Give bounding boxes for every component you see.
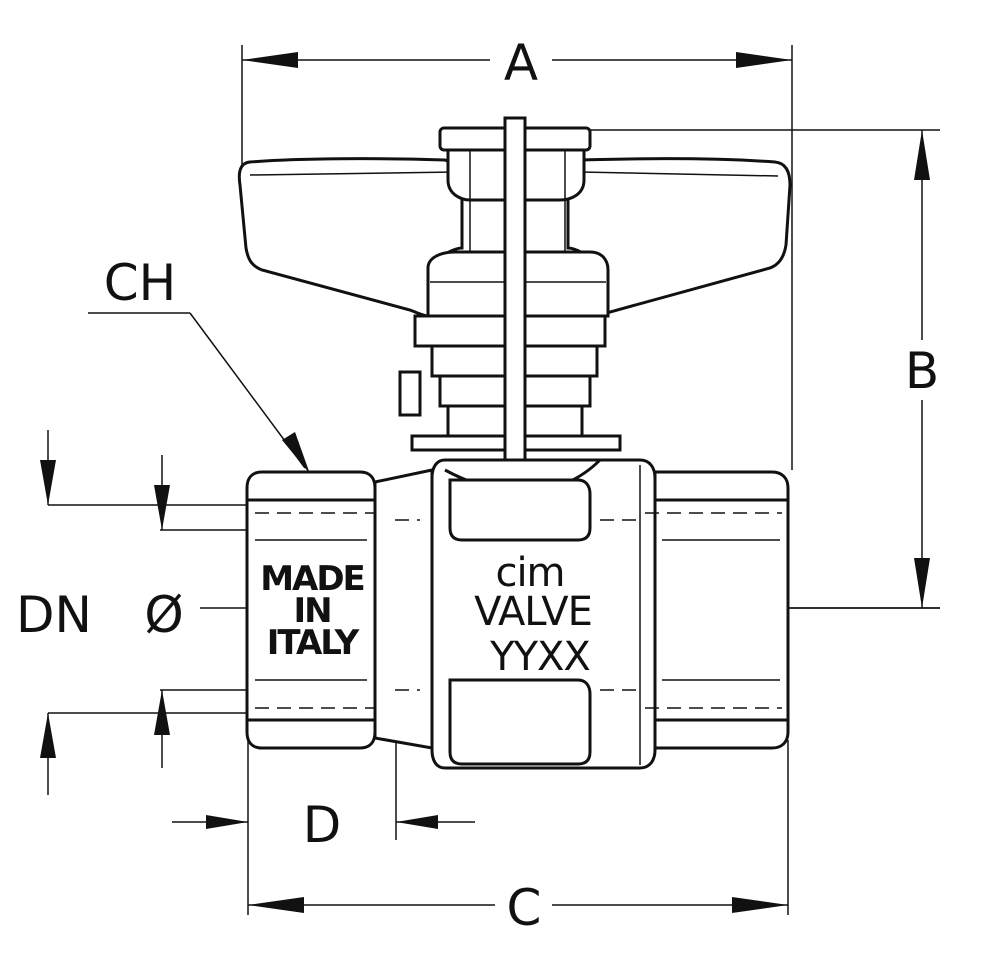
dimension-d: D: [172, 690, 475, 854]
dimension-dn: DN: [16, 430, 250, 795]
hex-marking-line1: MADE: [260, 559, 364, 599]
valve-stem: [398, 116, 622, 465]
left-hex-nut: MADE IN ITALY: [245, 470, 395, 750]
dimension-a-label: A: [504, 34, 538, 92]
dimension-c-label: C: [507, 879, 542, 937]
valve-body: cim VALVE YYXX: [430, 458, 657, 770]
dimension-diameter-label: Ø: [144, 586, 183, 644]
valve-neck: [373, 468, 434, 750]
body-marking-brand: cim: [495, 550, 564, 596]
hex-marking-line3: ITALY: [267, 623, 360, 663]
dimension-d-label: D: [303, 796, 342, 854]
dimension-b-label: B: [905, 342, 939, 400]
body-marking-line2: YYXX: [489, 634, 590, 680]
dimension-dn-label: DN: [16, 586, 92, 644]
right-hex-end: [645, 470, 790, 750]
dimension-c: C: [247, 730, 789, 937]
hex-marking-line2: IN: [293, 591, 330, 631]
dimension-ch-label: CH: [104, 254, 177, 312]
body-marking-line1: VALVE: [474, 589, 592, 635]
dimension-ch: CH: [88, 254, 310, 474]
dimension-a: A: [241, 34, 793, 470]
